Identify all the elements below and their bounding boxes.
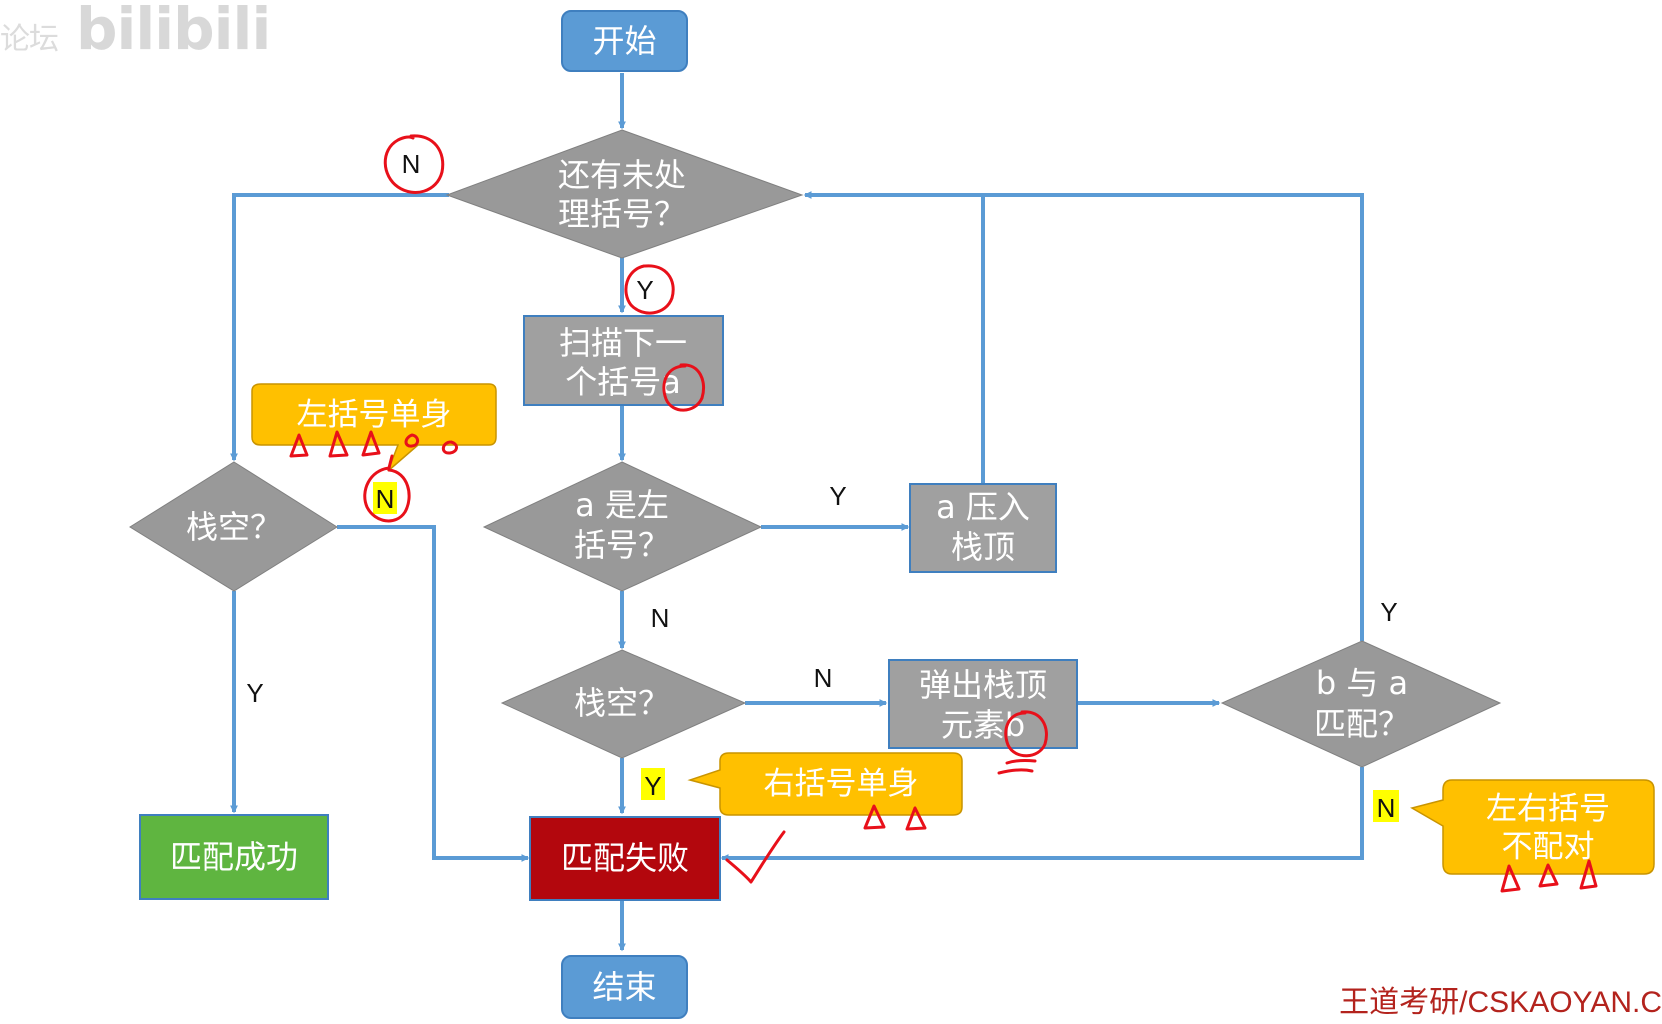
branch-stack-empty-left-yes: Y <box>246 678 263 708</box>
push-to-stack-process: a 压入 栈顶 <box>909 483 1057 573</box>
mid-stack-empty-decision: 栈空？ <box>500 649 747 759</box>
callout-left-single-text: 左括号单身 <box>297 397 452 433</box>
edge-left-stack-empty-no-to-fail <box>337 525 530 862</box>
has-more-line1: 还有未处 <box>558 156 686 194</box>
ink-triangle-right-2 <box>905 806 927 831</box>
ink-triangle-mismatch-2 <box>1538 863 1559 888</box>
end-terminal: 结束 <box>561 955 688 1019</box>
end-label: 结束 <box>592 968 656 1006</box>
ink-circle-scan-a <box>662 363 705 412</box>
ink-circle-left-no <box>363 454 411 523</box>
publisher-footer: 王道考研/CSKAOYAN.C <box>1339 986 1662 1019</box>
edge-has-more-no-to-left-stack-empty <box>230 193 449 462</box>
ink-underline-pop-b-1 <box>1005 758 1037 765</box>
scan-next-line1: 扫描下一 <box>559 324 687 362</box>
branch-stack-empty-left-no: N <box>376 484 395 514</box>
ink-mark-left-5 <box>441 440 458 455</box>
has-more-brackets-decision: 还有未处 理括号？ <box>445 129 804 259</box>
highlight-mid-yes <box>641 768 665 800</box>
handwritten-annotations <box>289 134 1598 893</box>
callout-mismatch-line2: 不配对 <box>1502 829 1595 865</box>
ink-triangle-left-3 <box>361 430 381 457</box>
match-success-node: 匹配成功 <box>139 814 329 900</box>
callout-right-single-text: 右括号单身 <box>764 766 919 802</box>
is-left-line1: a 是左 <box>575 486 669 524</box>
edge-match-no-to-fail <box>720 767 1364 862</box>
connectors <box>230 73 1364 952</box>
callout-left-single: 左括号单身 <box>251 383 497 472</box>
start-terminal: 开始 <box>561 10 688 72</box>
ink-triangle-left-1 <box>289 433 309 458</box>
branch-match-no: N <box>1377 793 1396 823</box>
match-check-line1: b 与 a <box>1316 664 1408 702</box>
ink-triangle-mismatch-1 <box>1500 864 1521 893</box>
highlight-left-no <box>373 482 397 514</box>
left-stack-empty-label: 栈空？ <box>186 508 282 546</box>
left-stack-empty-decision: 栈空？ <box>129 461 338 592</box>
push-line1: a 压入 <box>936 488 1030 526</box>
scan-next-bracket-process: 扫描下一 个括号a <box>523 315 724 406</box>
has-more-line2: 理括号？ <box>558 195 686 233</box>
ink-circle-has-more-yes <box>624 264 675 315</box>
ink-circle-has-more-no <box>383 134 445 194</box>
branch-labels: N Y Y N N Y N Y Y N <box>246 149 1397 823</box>
match-check-decision: b 与 a 匹配？ <box>1220 640 1502 768</box>
ink-circle-pop-b <box>1004 710 1048 758</box>
pop-line1: 弹出栈顶 <box>919 666 1047 704</box>
ink-triangle-mismatch-3 <box>1579 859 1598 890</box>
highlight-match-no <box>1373 790 1399 822</box>
pop-stack-top-process: 弹出栈顶 元素b <box>888 659 1078 749</box>
branch-stack-empty-mid-yes: Y <box>644 771 661 801</box>
callout-mismatch: 左右括号 不配对 <box>1410 779 1655 875</box>
edge-push-back-to-has-more <box>803 191 985 484</box>
match-fail-node: 匹配失败 <box>529 816 721 901</box>
push-line2: 栈顶 <box>951 528 1015 566</box>
branch-is-left-no: N <box>651 603 670 633</box>
branch-match-yes: Y <box>1380 597 1397 627</box>
callout-mismatch-line1: 左右括号 <box>1486 791 1610 827</box>
ink-triangle-right-1 <box>863 804 886 830</box>
is-left-bracket-decision: a 是左 括号？ <box>482 461 763 592</box>
ink-underline-pop-b-2 <box>997 768 1034 775</box>
pop-line2: 元素b <box>941 706 1025 744</box>
ink-mark-left-4 <box>404 433 420 448</box>
ink-triangle-left-2 <box>328 430 349 458</box>
match-check-line2: 匹配？ <box>1314 705 1410 743</box>
ink-checkmark <box>725 830 786 884</box>
edge-match-yes-to-has-more <box>983 193 1364 641</box>
callout-right-single: 右括号单身 <box>687 752 963 816</box>
scan-next-line2: 个括号a <box>565 363 681 401</box>
success-label: 匹配成功 <box>170 838 298 876</box>
branch-has-more-yes: Y <box>636 275 653 305</box>
start-label: 开始 <box>592 22 656 60</box>
mid-stack-empty-label: 栈空？ <box>574 684 670 722</box>
is-left-line2: 括号？ <box>574 526 670 564</box>
branch-stack-empty-mid-no: N <box>814 663 833 693</box>
branch-is-left-yes: Y <box>829 481 846 511</box>
watermark-logo-text: bilibili <box>76 0 271 63</box>
fail-label: 匹配失败 <box>561 839 689 877</box>
branch-has-more-no: N <box>402 149 421 179</box>
watermark-prefix: 论坛 <box>0 22 59 57</box>
